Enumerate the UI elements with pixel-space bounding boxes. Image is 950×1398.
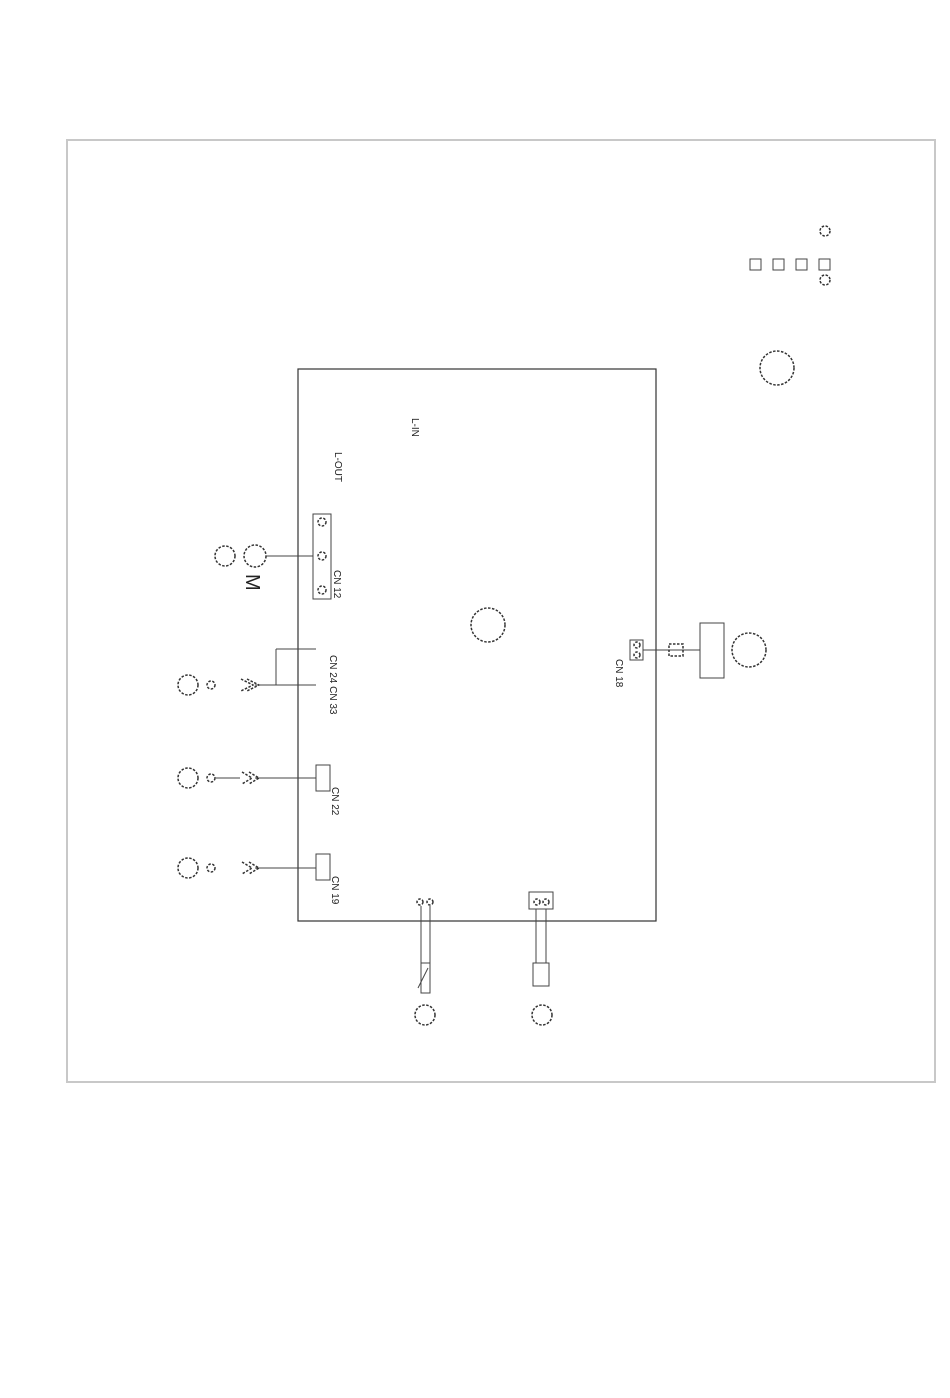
bottom-left-pin-1 xyxy=(417,899,423,905)
cn18-device-box xyxy=(700,623,724,678)
indicator-square-4 xyxy=(819,259,830,270)
bottom-right-pin-2 xyxy=(543,899,549,905)
indicator-bottom-icon xyxy=(820,275,830,285)
indicator-top-icon xyxy=(820,226,830,236)
cn12-pin-1 xyxy=(318,518,326,526)
bottom-right-device-box xyxy=(533,963,549,986)
component-upper-right-icon xyxy=(760,351,794,385)
sensor-slash xyxy=(418,968,428,988)
label-l-out: L-OUT xyxy=(332,452,343,482)
cn18-device-icon xyxy=(732,633,766,667)
sensor-icon xyxy=(415,1005,435,1025)
cn12-pin-3 xyxy=(318,586,326,594)
cn22-connector xyxy=(316,765,330,791)
cn22-device-icon xyxy=(178,768,198,788)
cn18-pin-2 xyxy=(634,652,640,658)
cn22-small-icon xyxy=(207,774,215,782)
cn18-pin-1 xyxy=(634,642,640,648)
label-motor-m: M xyxy=(241,574,263,591)
bottom-right-device-icon xyxy=(532,1005,552,1025)
cn19-device-icon xyxy=(178,858,198,878)
bottom-right-pin-1 xyxy=(534,899,540,905)
label-l-in: L-IN xyxy=(409,418,420,437)
label-cn12: CN 12 xyxy=(331,570,342,599)
cn24-small-icon xyxy=(207,681,215,689)
cn12-pin-2 xyxy=(318,552,326,560)
sensor-body xyxy=(421,963,430,993)
label-cn18: CN 18 xyxy=(613,659,624,688)
motor-aux-icon xyxy=(215,546,235,566)
indicator-square-1 xyxy=(750,259,761,270)
indicator-square-2 xyxy=(773,259,784,270)
cn24-device-icon xyxy=(178,675,198,695)
label-cn22: CN 22 xyxy=(329,787,340,816)
cn18-connector xyxy=(630,640,643,660)
indicator-square-3 xyxy=(796,259,807,270)
control-board xyxy=(298,369,656,921)
cn19-connector xyxy=(316,854,330,880)
bottom-left-pin-2 xyxy=(427,899,433,905)
label-cn19: CN 19 xyxy=(329,876,340,905)
motor-icon xyxy=(244,545,266,567)
label-cn24-cn33: CN 24 CN 33 xyxy=(327,655,338,715)
board-center-ground-icon xyxy=(471,608,505,642)
cn19-small-icon xyxy=(207,864,215,872)
